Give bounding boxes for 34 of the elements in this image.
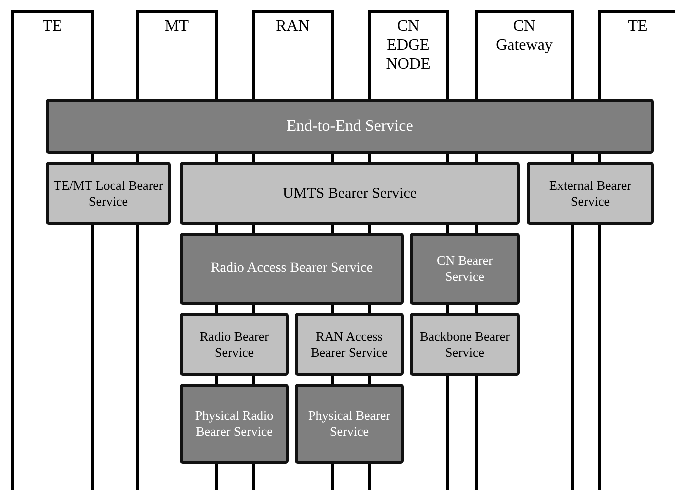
lane-label: CN Gateway bbox=[495, 17, 554, 56]
column-lane bbox=[475, 10, 574, 99]
lane-label: RAN bbox=[275, 17, 311, 36]
bearer-box bbox=[295, 313, 404, 376]
service-label: TE/MT Local Bearer Service bbox=[53, 178, 164, 210]
service-label: Physical Radio Bearer Service bbox=[194, 408, 275, 440]
column-lane bbox=[368, 10, 449, 99]
service-label: Physical Bearer Service bbox=[308, 408, 392, 440]
service-label: Radio Access Bearer Service bbox=[210, 260, 374, 278]
service-label: CN Bearer Service bbox=[436, 253, 494, 285]
service-label: End-to-End Service bbox=[286, 116, 414, 136]
service-box bbox=[180, 233, 404, 305]
service-label: UMTS Bearer Service bbox=[282, 184, 418, 202]
service-box bbox=[295, 384, 404, 464]
service-label: Radio Bearer Service bbox=[199, 328, 270, 360]
column-lane bbox=[11, 10, 94, 99]
service-label: Backbone Bearer Service bbox=[419, 328, 511, 360]
bearer-box bbox=[410, 313, 520, 376]
bearer-box bbox=[46, 162, 171, 225]
service-label: RAN Access Bearer Service bbox=[310, 328, 389, 360]
bearer-box bbox=[180, 313, 289, 376]
lane-label: TE bbox=[627, 17, 649, 36]
service-box bbox=[46, 99, 654, 154]
bearer-box bbox=[527, 162, 654, 225]
column-lane bbox=[252, 10, 334, 99]
lane-label: CN EDGE NODE bbox=[385, 17, 432, 75]
service-box bbox=[410, 233, 520, 305]
service-label: External Bearer Service bbox=[548, 178, 632, 210]
column-lane bbox=[136, 10, 218, 99]
column-lane bbox=[598, 10, 675, 99]
lane-label: MT bbox=[164, 17, 190, 36]
bearer-box bbox=[180, 162, 520, 225]
lane-label: TE bbox=[42, 17, 64, 36]
service-box bbox=[180, 384, 289, 464]
